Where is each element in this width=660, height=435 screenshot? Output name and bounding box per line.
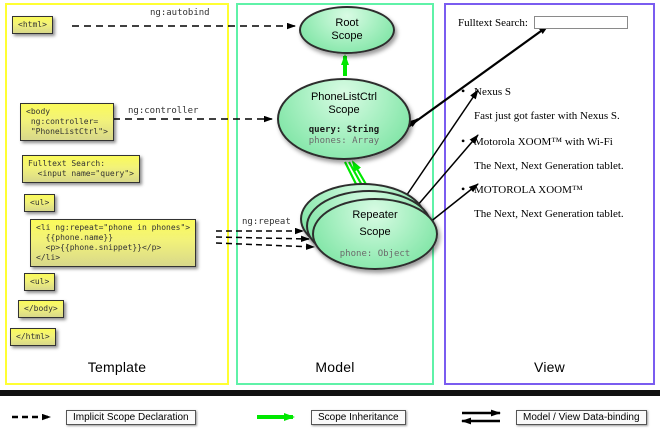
code-box-html-open[interactable]: <html>: [12, 16, 53, 34]
green-arrow-icon: [257, 413, 295, 421]
scope-phonelistctrl-title-1: PhoneListCtrl: [310, 91, 378, 103]
scope-repeater-title-2: Scope: [359, 225, 391, 238]
code-box-body-close[interactable]: </body>: [18, 300, 64, 318]
scope-field-query: query: String: [308, 125, 380, 135]
double-arrow-icon: [461, 409, 501, 425]
view-search-input[interactable]: [533, 16, 628, 29]
scope-field-phones: phones: Array: [308, 136, 380, 146]
legend-separator-bar: [0, 390, 660, 396]
scope-phonelistctrl[interactable]: PhoneListCtrl Scope query: String phones…: [277, 78, 411, 160]
panel-view-label: View: [534, 359, 565, 375]
legend-inheritance-label: Scope Inheritance: [311, 409, 406, 425]
legend-implicit-label: Implicit Scope Declaration: [66, 409, 196, 425]
code-box-ul-close[interactable]: <ul>: [24, 273, 56, 291]
view-phone-item: Motorola XOOM™ with Wi-Fi The Next, Next…: [461, 135, 650, 173]
view-phone-snippet: The Next, Next Generation tablet.: [474, 208, 624, 220]
view-phone-name: MOTOROLA XOOM™: [461, 183, 650, 197]
scope-field-phone: phone: Object: [339, 248, 411, 259]
code-box-ul-open[interactable]: <ul>: [24, 194, 56, 212]
scope-root-title-1: Root: [335, 17, 359, 29]
scope-repeater[interactable]: Repeater Scope phone: Object: [312, 198, 438, 270]
view-phone-item: Nexus S Fast just got faster with Nexus …: [461, 85, 650, 123]
dashed-arrow-icon: [12, 413, 51, 421]
scope-phonelistctrl-title-2: Scope: [328, 104, 360, 116]
code-box-li-repeat[interactable]: <li ng:repeat="phone in phones"> {{phone…: [30, 219, 197, 267]
view-phone-snippet: Fast just got faster with Nexus S.: [474, 110, 620, 122]
scope-repeater-title-1: Repeater: [352, 208, 398, 221]
legend-item-implicit: Implicit Scope Declaration: [10, 408, 196, 426]
view-phone-name: Motorola XOOM™ with Wi-Fi: [461, 135, 650, 149]
code-box-body-open[interactable]: <body ng:controller= "PhoneListCtrl">: [20, 103, 114, 141]
legend-databinding-label: Model / View Data-binding: [516, 409, 647, 425]
edge-label-repeat: ng:repeat: [242, 217, 291, 227]
edge-label-controller: ng:controller: [128, 106, 199, 116]
scope-root[interactable]: Root Scope: [299, 6, 395, 54]
view-search-label: Fulltext Search:: [458, 16, 528, 29]
view-phone-item: MOTOROLA XOOM™ The Next, Next Generation…: [461, 183, 650, 221]
edge-label-autobind: ng:autobind: [150, 8, 210, 18]
panel-template-label: Template: [87, 359, 147, 375]
code-box-search-input[interactable]: Fulltext Search: <input name="query">: [22, 155, 140, 183]
code-box-html-close[interactable]: </html>: [10, 328, 56, 346]
view-rendered-app: Fulltext Search: Nexus S Fast just got f…: [452, 11, 648, 377]
legend-item-inheritance: Scope Inheritance: [255, 408, 406, 426]
scope-root-title-2: Scope: [331, 30, 363, 42]
view-phone-name: Nexus S: [461, 85, 650, 99]
view-phone-snippet: The Next, Next Generation tablet.: [474, 160, 624, 172]
legend-item-databinding: Model / View Data-binding: [460, 408, 647, 426]
view-search-row: Fulltext Search:: [458, 16, 628, 29]
panel-model-label: Model: [315, 359, 355, 375]
